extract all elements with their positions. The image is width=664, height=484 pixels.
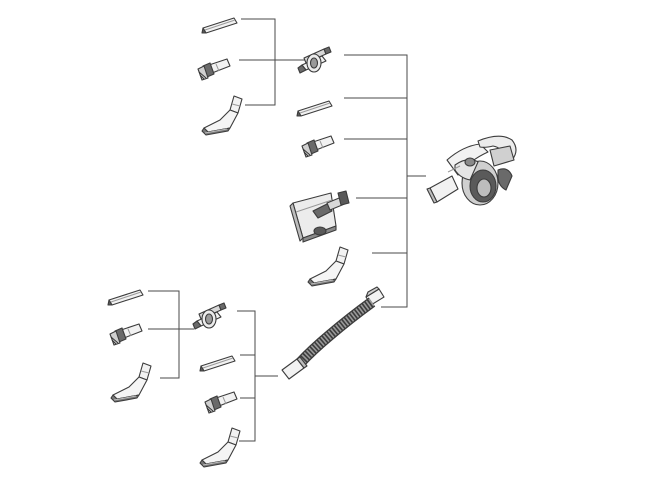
dusting-brush-icon: [204, 391, 238, 414]
wide-upholstery-tool-icon: [110, 362, 152, 403]
dusting-brush-icon: [197, 58, 231, 81]
dusting-brush-icon: [109, 323, 143, 346]
extension-hose-icon: [281, 286, 385, 380]
accessory-adapter-icon: [192, 302, 227, 330]
crevice-tool-icon: [201, 17, 238, 34]
handheld-vacuum-unit-icon: [426, 135, 517, 206]
wide-upholstery-tool-icon: [307, 246, 349, 287]
crevice-tool-icon: [296, 100, 333, 117]
crevice-tool-icon: [107, 289, 144, 306]
wide-upholstery-tool-icon: [199, 427, 241, 468]
dusting-brush-icon: [301, 135, 335, 158]
connector-lines: [148, 18, 426, 442]
motorized-brush-head-icon: [289, 190, 350, 243]
crevice-tool-icon: [199, 355, 236, 372]
wide-upholstery-tool-icon: [201, 95, 243, 136]
